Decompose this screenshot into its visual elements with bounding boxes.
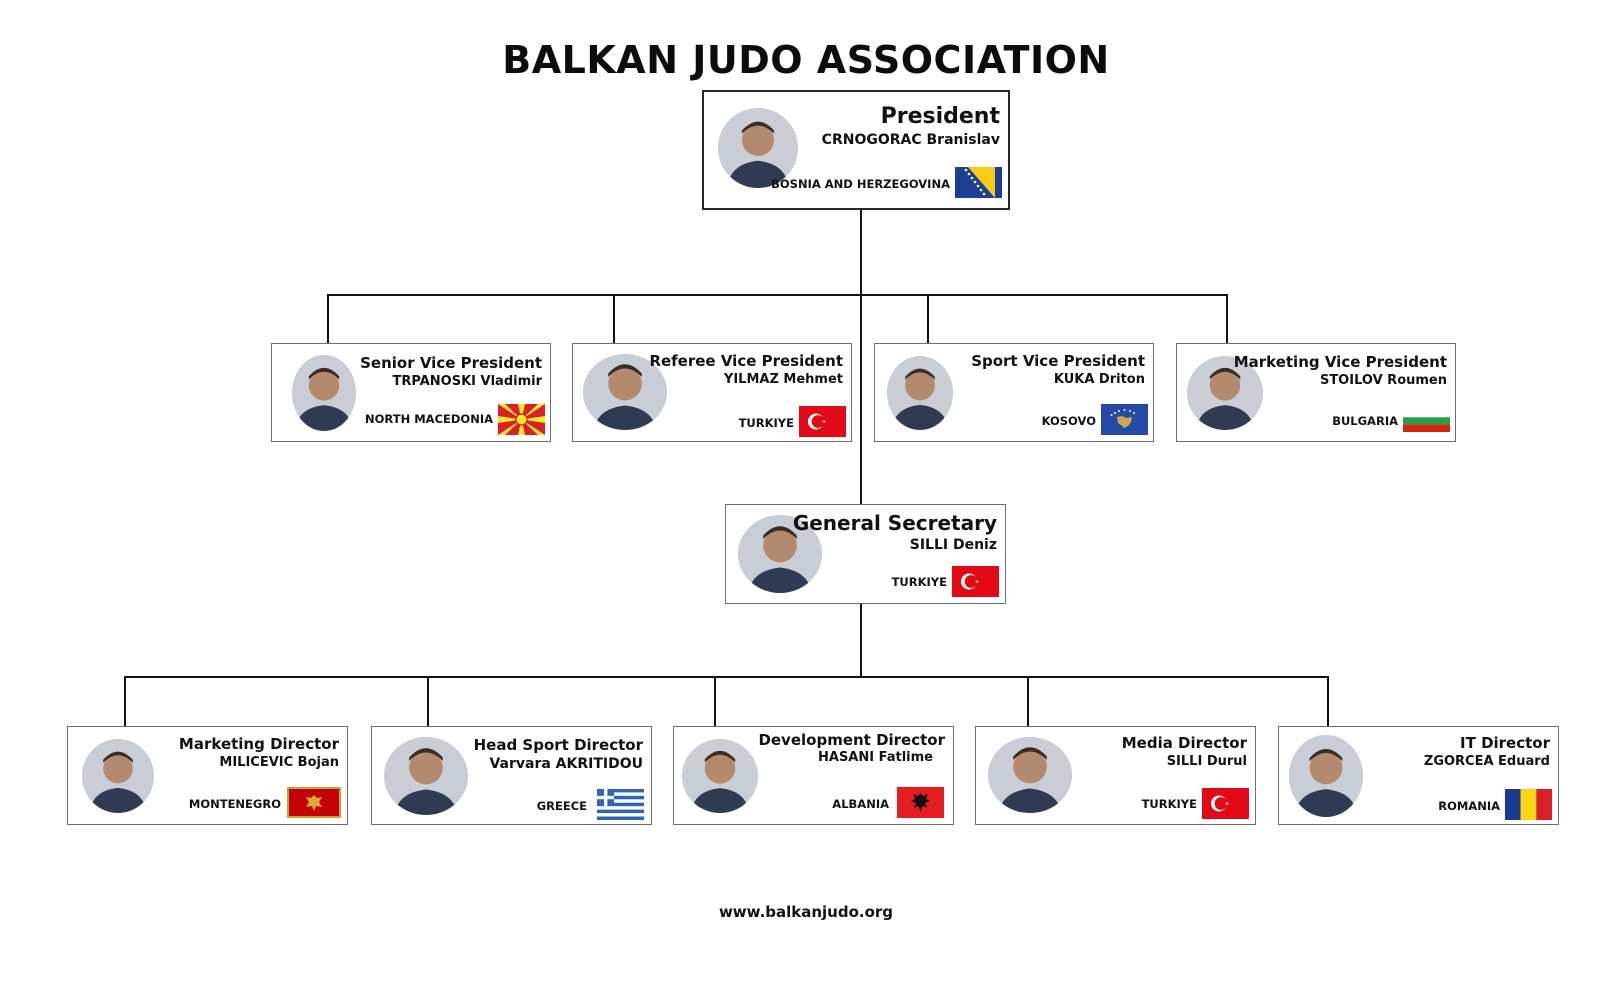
romania-flag-icon <box>1505 789 1552 820</box>
director-country: ALBANIA <box>832 797 889 811</box>
director-card: Media Director SILLI Durul TURKIYE <box>975 726 1256 825</box>
director-card: IT Director ZGORCEA Eduard ROMANIA <box>1278 726 1559 825</box>
president-name: CRNOGORAC Branislav <box>821 132 1000 148</box>
turkiye-flag-icon <box>952 566 999 597</box>
president-role: President <box>880 104 1000 129</box>
website-url[interactable]: www.balkanjudo.org <box>718 903 894 921</box>
director-photo <box>384 737 468 815</box>
vice-president-photo <box>1187 356 1263 430</box>
director-country: MONTENEGRO <box>188 797 281 811</box>
director-photo <box>988 737 1072 813</box>
director-photo <box>682 739 758 813</box>
greece-flag-icon <box>597 789 644 820</box>
director-name: Varvara AKRITIDOU <box>489 756 643 772</box>
director-card: Marketing Director MILICEVIC Bojan MONTE… <box>67 726 348 825</box>
vice-president-role: Senior Vice President <box>360 354 542 372</box>
bosnia-flag-icon <box>955 167 1002 198</box>
vice-president-country: BULGARIA <box>1332 414 1398 428</box>
director-name: HASANI Fatlime <box>818 750 933 765</box>
vice-president-role: Referee Vice President <box>649 352 843 370</box>
general-secretary-card: General Secretary SILLI Deniz TURKIYE <box>725 504 1006 604</box>
vice-president-country: KOSOVO <box>1041 414 1096 428</box>
bulgaria-flag-icon <box>1403 410 1450 432</box>
vice-president-photo <box>292 355 356 431</box>
turkiye-flag-icon <box>799 406 846 437</box>
director-role: IT Director <box>1460 734 1550 752</box>
director-role: Development Director <box>758 731 945 749</box>
vice-president-name: KUKA Driton <box>1053 372 1145 387</box>
director-role: Media Director <box>1121 734 1247 752</box>
vice-president-card: Referee Vice President YILMAZ Mehmet TUR… <box>572 343 852 442</box>
vice-president-card: Senior Vice President TRPANOSKI Vladimir… <box>271 343 551 442</box>
turkiye-flag-icon <box>1202 788 1249 819</box>
vice-president-name: STOILOV Roumen <box>1319 373 1447 388</box>
vice-president-card: Marketing Vice President STOILOV Roumen … <box>1176 343 1456 442</box>
president-card: President CRNOGORAC Branislav BOSNIA AND… <box>702 90 1010 210</box>
general-secretary-role: General Secretary <box>792 511 997 535</box>
president-country: BOSNIA AND HERZEGOVINA <box>771 177 950 191</box>
general-secretary-photo <box>738 515 822 593</box>
director-name: ZGORCEA Eduard <box>1423 754 1550 769</box>
north-macedonia-flag-icon <box>498 404 545 435</box>
director-role: Head Sport Director <box>473 736 643 754</box>
kosovo-flag-icon <box>1101 404 1148 435</box>
director-country: ROMANIA <box>1438 799 1500 813</box>
director-card: Development Director HASANI Fatlime ALBA… <box>673 726 954 825</box>
vice-president-country: TURKIYE <box>738 416 794 430</box>
vice-president-role: Marketing Vice President <box>1233 353 1447 371</box>
director-name: SILLI Durul <box>1166 754 1247 769</box>
vice-president-role: Sport Vice President <box>971 352 1145 370</box>
vice-president-name: TRPANOSKI Vladimir <box>392 374 542 389</box>
general-secretary-name: SILLI Deniz <box>909 537 997 553</box>
chart-title: BALKAN JUDO ASSOCIATION <box>502 38 1110 82</box>
director-country: GREECE <box>536 799 587 813</box>
director-photo <box>82 739 154 813</box>
vice-president-country: NORTH MACEDONIA <box>365 412 493 426</box>
vice-president-name: YILMAZ Mehmet <box>723 372 843 387</box>
director-name: MILICEVIC Bojan <box>219 755 339 770</box>
vice-president-card: Sport Vice President KUKA Driton KOSOVO <box>874 343 1154 442</box>
albania-flag-icon <box>897 787 944 818</box>
director-photo <box>1289 735 1363 817</box>
vice-president-photo <box>583 354 667 430</box>
director-country: TURKIYE <box>1141 797 1197 811</box>
general-secretary-country: TURKIYE <box>891 575 947 589</box>
vice-president-photo <box>887 356 953 430</box>
montenegro-flag-icon <box>287 787 341 818</box>
president-photo <box>718 108 798 188</box>
director-role: Marketing Director <box>178 735 339 753</box>
director-card: Head Sport Director Varvara AKRITIDOU GR… <box>371 726 652 825</box>
